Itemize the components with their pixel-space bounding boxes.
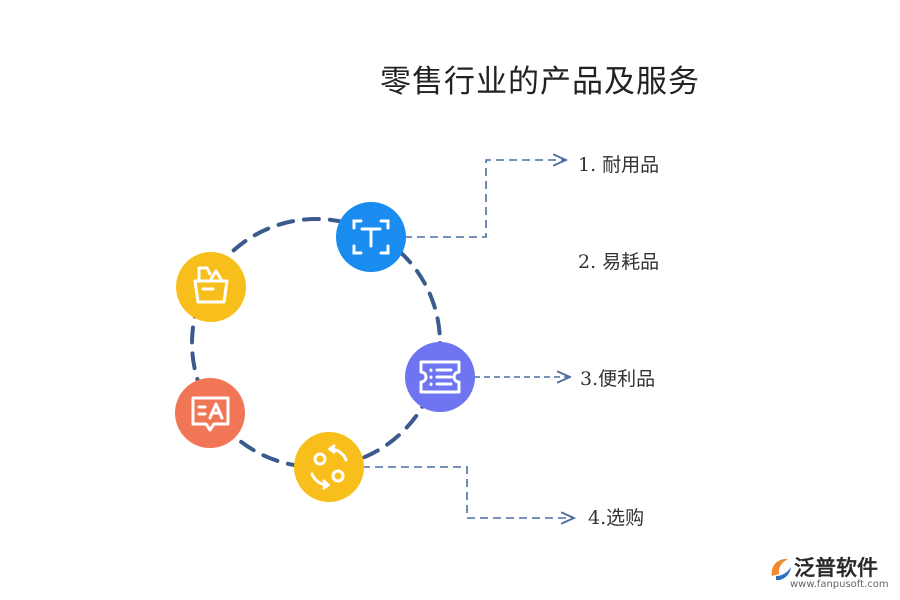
brand-logo: 泛普软件 www.fanpusoft.com bbox=[768, 552, 894, 596]
ticket-list-icon bbox=[419, 360, 461, 394]
item-label-1: 1. 耐用品 bbox=[578, 154, 660, 176]
logo-url-text: www.fanpusoft.com bbox=[790, 579, 889, 590]
connector-4 bbox=[362, 466, 574, 518]
item-label-3: 3.便利品 bbox=[580, 368, 656, 390]
basket-icon bbox=[193, 266, 229, 304]
logo-mark-icon bbox=[771, 558, 791, 581]
connector-1 bbox=[404, 160, 566, 238]
item-label-2: 2. 易耗品 bbox=[578, 251, 660, 273]
node-ticket-list bbox=[405, 342, 475, 412]
exchange-icon bbox=[310, 444, 348, 490]
translate-bubble-icon bbox=[191, 396, 230, 432]
node-exchange bbox=[294, 432, 364, 502]
item-label-4: 4.选购 bbox=[588, 507, 645, 529]
node-translate-bubble bbox=[175, 378, 245, 448]
logo-brand-text: 泛普软件 bbox=[794, 556, 878, 580]
diagram-title: 零售行业的产品及服务 bbox=[380, 64, 700, 100]
node-basket bbox=[176, 252, 246, 322]
text-frame-icon bbox=[352, 219, 390, 255]
node-text-frame bbox=[336, 202, 406, 272]
